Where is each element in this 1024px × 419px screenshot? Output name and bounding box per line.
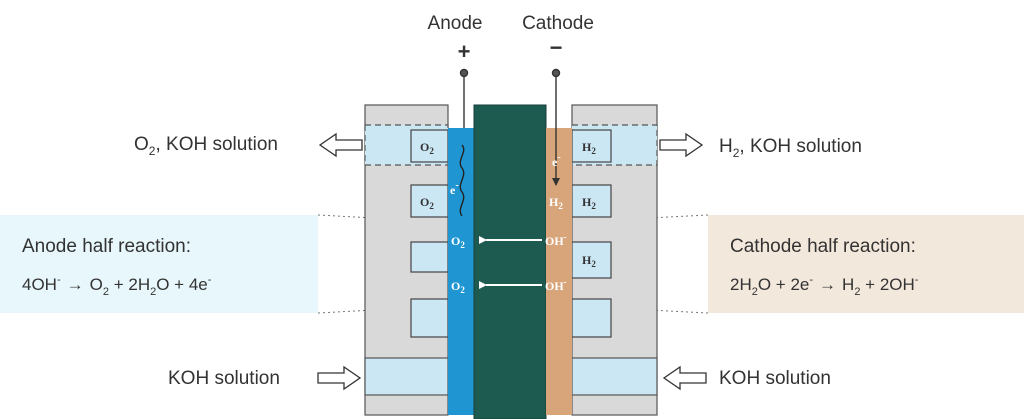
anode-reaction-title: Anode half reaction: (22, 236, 191, 257)
arrow-out-right-top (659, 132, 704, 158)
cathode-minus-sign: − (550, 35, 563, 60)
h2-label-slot-2: H2 (582, 195, 596, 211)
h2-label-cathode-layer: H2 (549, 195, 563, 211)
h2-label-slot-3: H2 (582, 253, 596, 269)
anode-reaction-equation: 4OH-→O2 + 2H2O + 4e- (22, 274, 212, 298)
o2-koh-outlet-label: O2, KOH solution (134, 134, 278, 158)
oh-label-upper: OH- (545, 232, 567, 248)
membrane (473, 104, 547, 419)
o2-label-lower-reaction: O2 (451, 279, 465, 295)
arrow-out-left-top (318, 132, 363, 158)
anode-layer (448, 128, 474, 415)
cathode-reaction-title: Cathode half reaction: (730, 236, 916, 257)
arrow-in-right-bottom (662, 365, 707, 391)
h2-koh-outlet-label: H2, KOH solution (719, 136, 862, 160)
flow-arrows (317, 132, 707, 391)
koh-inlet-right-label: KOH solution (719, 368, 831, 389)
left-flow-slots (410, 129, 449, 338)
electron-label-cathode: e- (552, 152, 561, 169)
anode-label: Anode (428, 13, 483, 34)
cathode-layer (546, 128, 572, 415)
koh-inlet-left-label: KOH solution (168, 368, 280, 389)
anode-plus-sign: + (458, 39, 471, 64)
left-bottom-channel (364, 357, 449, 396)
o2-label-slot-2: O2 (420, 195, 434, 211)
cathode-label: Cathode (522, 13, 594, 34)
terminal-wires (459, 68, 561, 186)
right-bottom-channel (571, 357, 658, 396)
electron-label-anode: e- (450, 180, 459, 197)
arrow-in-left-bottom (317, 365, 362, 391)
o2-label-upper-reaction: O2 (451, 234, 465, 250)
electron-path-anode (459, 144, 465, 217)
oh-label-lower: OH- (545, 277, 567, 293)
o2-label-slot-1: O2 (420, 140, 434, 156)
anode-reaction-panel (0, 215, 318, 313)
cathode-reaction-equation: 2H2O + 2e-→H2 + 2OH- (730, 274, 919, 298)
h2-label-slot-1: H2 (582, 140, 596, 156)
cathode-reaction-panel (708, 215, 1024, 313)
